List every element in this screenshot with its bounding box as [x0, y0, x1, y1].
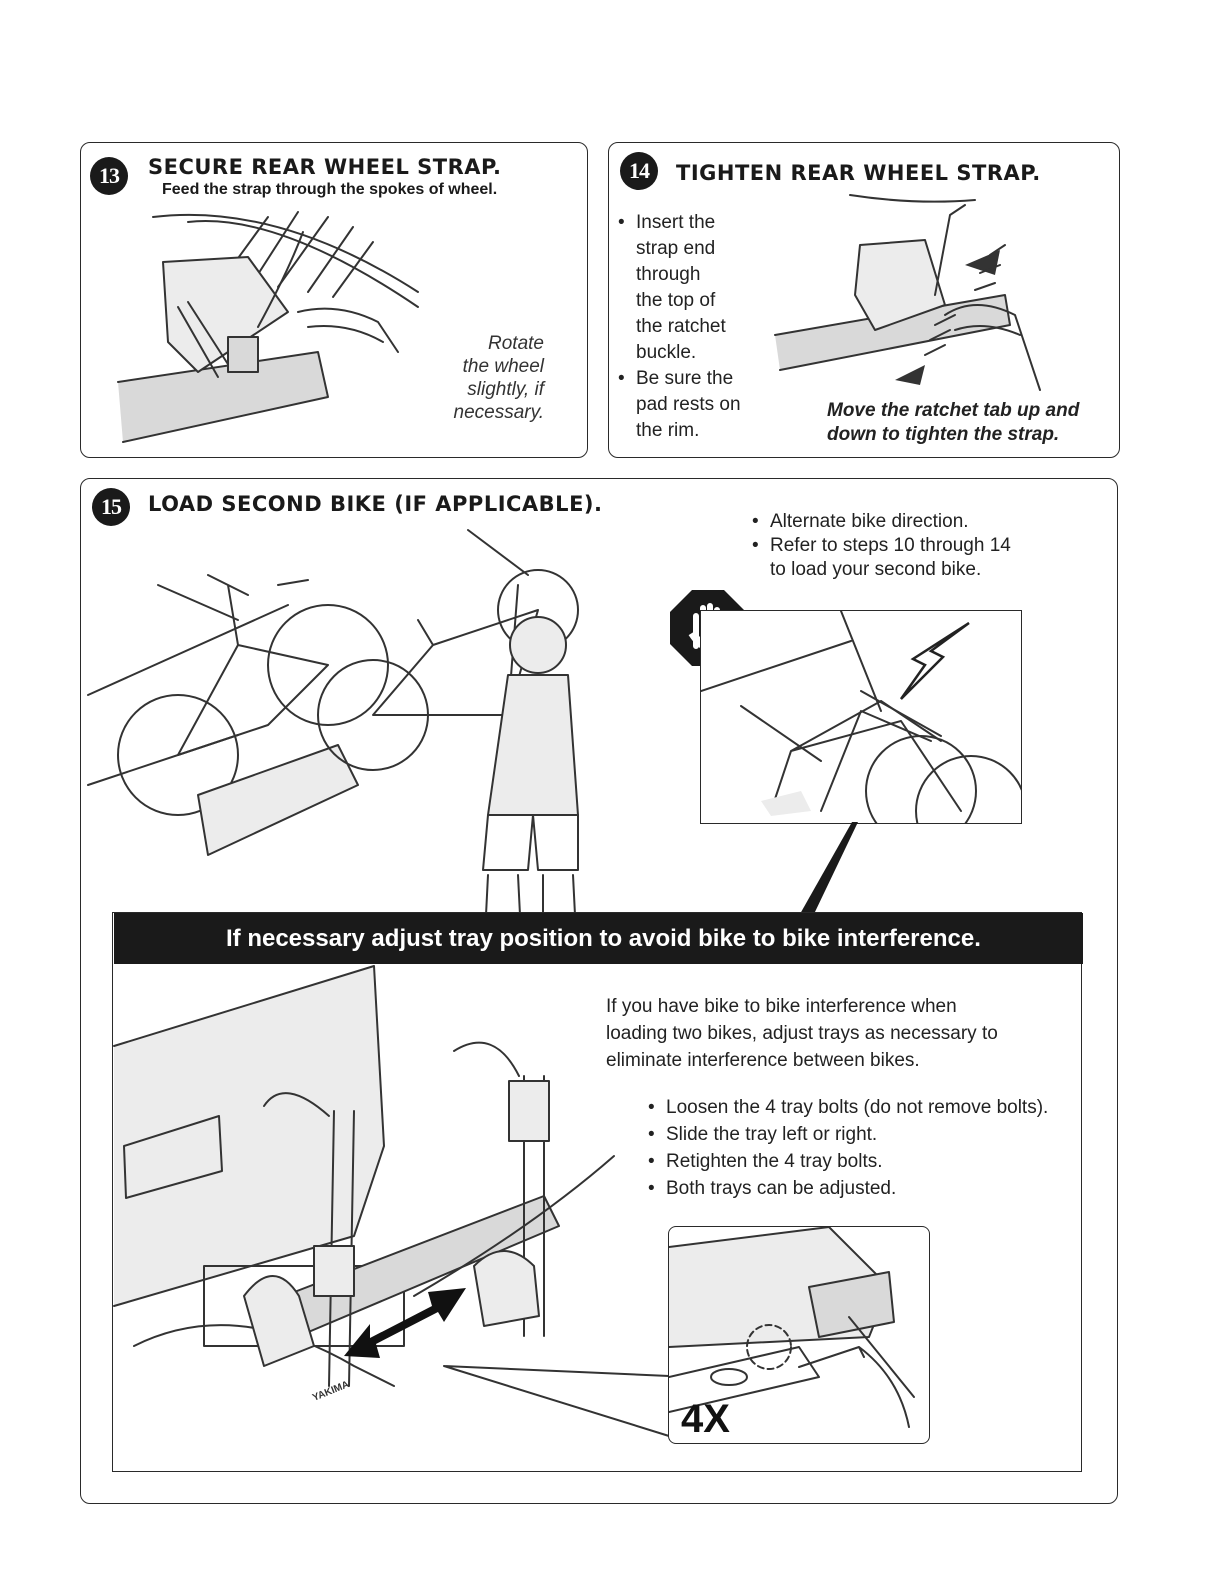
- bullet-line: Refer to steps 10 through 14: [770, 535, 1011, 556]
- lightning-bolt-icon: [899, 621, 970, 700]
- load-second-bike-illustration: [87, 529, 579, 916]
- paragraph-line: eliminate interference between bikes.: [606, 1050, 920, 1071]
- step-14-title: TIGHTEN REAR WHEEL STRAP.: [676, 161, 1041, 185]
- bullet-line: strap end: [636, 238, 716, 259]
- bullet-line: through: [636, 264, 701, 285]
- bullet-line: Insert the: [636, 212, 716, 233]
- bullet-item: Be sure the pad rests on the rim.: [618, 366, 768, 444]
- step-13-note: Rotate the wheel slightly, if necessary.: [440, 332, 544, 424]
- note-line: Rotate: [488, 333, 544, 354]
- tray-bolt-inset: 4X: [668, 1226, 930, 1444]
- note-line: the wheel: [462, 356, 544, 377]
- note-line: slightly, if: [467, 379, 544, 400]
- tray-bolt-illustration: [669, 1227, 915, 1428]
- step-13-subtitle: Feed the strap through the spokes of whe…: [162, 181, 498, 198]
- bullet-item: Insert the strap end through the top of …: [618, 210, 768, 366]
- inset-multiplier-label: 4X: [681, 1397, 730, 1441]
- caption-line: down to tighten the strap.: [827, 424, 1060, 445]
- paragraph-line: If you have bike to bike interference wh…: [606, 996, 957, 1017]
- adjust-tray-box: [112, 912, 1082, 1472]
- step-15-title: LOAD SECOND BIKE (IF APPLICABLE).: [148, 492, 603, 516]
- ratchet-tighten-illustration: [774, 194, 1041, 391]
- interfering-bikes-illustration: [701, 611, 1021, 823]
- step-14-caption: Move the ratchet tab up and down to tigh…: [827, 399, 1079, 447]
- bullet-line: the top of: [636, 290, 716, 311]
- adjust-step: Retighten the 4 tray bolts.: [648, 1148, 1048, 1175]
- bullet-line: Alternate bike direction.: [770, 511, 969, 532]
- bullet-line: the rim.: [636, 420, 700, 441]
- rear-wheel-strap-illustration: [117, 211, 419, 443]
- bullet-line: to load your second bike.: [770, 559, 982, 580]
- adjust-step: Loosen the 4 tray bolts (do not remove b…: [648, 1094, 1048, 1121]
- step-14-bullets: Insert the strap end through the top of …: [618, 210, 768, 444]
- adjust-step: Both trays can be adjusted.: [648, 1175, 1048, 1202]
- double-arrow-icon: [344, 1288, 466, 1358]
- adjust-steps-list: Loosen the 4 tray bolts (do not remove b…: [648, 1094, 1048, 1202]
- bullet-item: Refer to steps 10 through 14 to load you…: [752, 534, 1052, 582]
- bullet-item: Alternate bike direction.: [752, 510, 1052, 534]
- rack-adjust-illustration: YAKIMA: [113, 965, 670, 1437]
- step-14-badge: 14: [620, 152, 658, 190]
- bullet-line: pad rests on: [636, 394, 741, 415]
- interference-banner: If necessary adjust tray position to avo…: [114, 913, 1083, 964]
- caption-line: Move the ratchet tab up and: [827, 400, 1080, 421]
- step-13-badge: 13: [90, 157, 128, 195]
- paragraph-line: loading two bikes, adjust trays as neces…: [606, 1023, 998, 1044]
- step-15-bullets: Alternate bike direction. Refer to steps…: [752, 510, 1052, 582]
- step-15-badge: 15: [92, 488, 130, 526]
- interference-inset: [700, 610, 1022, 824]
- interference-paragraph: If you have bike to bike interference wh…: [606, 993, 998, 1074]
- bullet-line: Be sure the: [636, 368, 734, 389]
- inset-pointer: [800, 822, 858, 914]
- bullet-line: buckle.: [636, 342, 697, 363]
- adjust-step: Slide the tray left or right.: [648, 1121, 1048, 1148]
- step-13-title: SECURE REAR WHEEL STRAP.: [148, 155, 502, 179]
- note-line: necessary.: [453, 402, 544, 423]
- rack-brand-text: YAKIMA: [311, 1379, 351, 1404]
- bullet-line: the ratchet: [636, 316, 726, 337]
